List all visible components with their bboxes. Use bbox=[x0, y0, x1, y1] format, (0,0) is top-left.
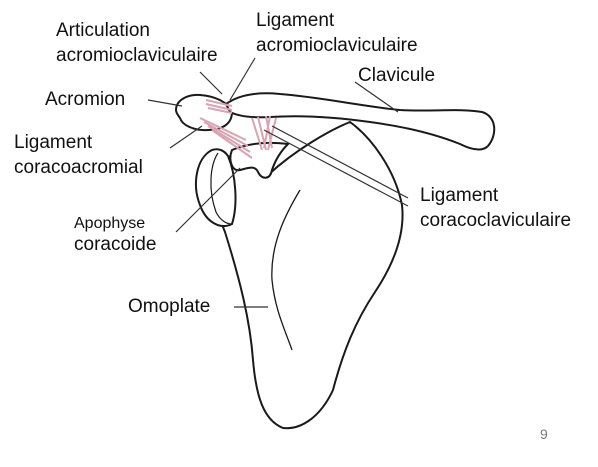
scapula-ridge bbox=[271, 189, 301, 351]
label-omoplate: Omoplate bbox=[128, 296, 211, 317]
ligament-coracoacromial bbox=[199, 117, 253, 159]
glenoid-rim bbox=[210, 152, 233, 225]
label-articulation-line1: Articulation bbox=[56, 20, 150, 41]
label-apophyse-line2: coracoide bbox=[74, 234, 157, 255]
label-ligament-ac-line2: acromioclaviculaire bbox=[256, 35, 418, 56]
clavicle-shape bbox=[224, 92, 496, 151]
page-number: 9 bbox=[540, 426, 548, 442]
acromion-shape bbox=[174, 93, 234, 132]
label-ligament-ac-line1: Ligament bbox=[256, 10, 335, 31]
label-ligament-cac-line1: Ligament bbox=[14, 132, 93, 153]
ligament-acromioclavicular bbox=[205, 99, 233, 114]
label-ligament-cc-line1: Ligament bbox=[420, 185, 499, 206]
leader-lines bbox=[147, 57, 409, 308]
scapula-outline bbox=[206, 120, 404, 430]
label-articulation-line2: acromioclaviculaire bbox=[56, 45, 218, 66]
label-acromion: Acromion bbox=[45, 89, 126, 110]
label-ligament-cac-line2: coracoacromial bbox=[14, 157, 143, 178]
label-clavicule: Clavicule bbox=[358, 65, 436, 86]
label-ligament-cc-line2: coracoclaviculaire bbox=[420, 210, 572, 231]
label-apophyse-line1: Apophyse bbox=[74, 215, 146, 232]
